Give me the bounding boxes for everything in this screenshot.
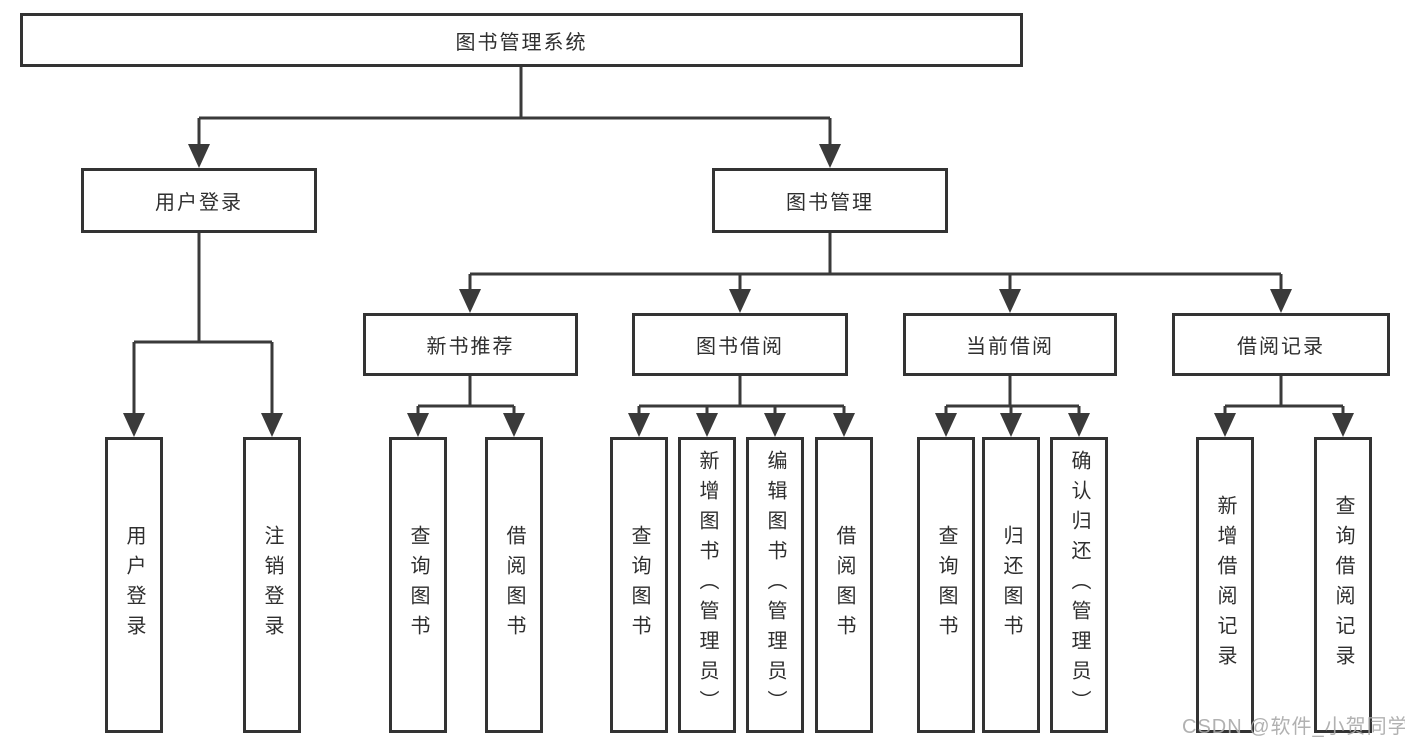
node-label: 编辑图书（管理员） xyxy=(764,450,786,720)
leaf-query-books-borrowing: 查询图书 xyxy=(610,437,668,733)
node-label: 新增图书（管理员） xyxy=(696,450,718,720)
arrowhead xyxy=(503,413,525,437)
node-label: 查询图书 xyxy=(935,525,957,645)
node-current-borrowing: 当前借阅 xyxy=(903,313,1117,376)
arrowhead xyxy=(628,413,650,437)
arrowhead xyxy=(696,413,718,437)
node-book-management: 图书管理 xyxy=(712,168,948,233)
arrowhead xyxy=(819,144,841,168)
connector-lines xyxy=(132,67,1345,416)
node-label: 图书借阅 xyxy=(696,336,784,358)
arrowhead xyxy=(764,413,786,437)
arrowhead xyxy=(1068,413,1090,437)
arrowhead xyxy=(1332,413,1354,437)
arrowhead xyxy=(1000,413,1022,437)
node-label: 注销登录 xyxy=(261,525,283,645)
node-label: 新增借阅记录 xyxy=(1214,495,1236,675)
leaf-borrow-books-recommend: 借阅图书 xyxy=(485,437,543,733)
arrowhead xyxy=(833,413,855,437)
arrowhead xyxy=(459,289,481,313)
leaf-edit-book-admin: 编辑图书（管理员） xyxy=(746,437,804,733)
node-user-login: 用户登录 xyxy=(81,168,317,233)
leaf-query-borrow-record: 查询借阅记录 xyxy=(1314,437,1372,733)
leaf-borrow-books-borrowing: 借阅图书 xyxy=(815,437,873,733)
arrowhead xyxy=(1214,413,1236,437)
node-label: 用户登录 xyxy=(123,525,145,645)
leaf-logout: 注销登录 xyxy=(243,437,301,733)
node-label: 借阅图书 xyxy=(833,525,855,645)
arrowhead xyxy=(188,144,210,168)
node-label: 新书推荐 xyxy=(426,336,515,358)
node-label: 借阅记录 xyxy=(1237,336,1325,358)
leaf-query-books-recommend: 查询图书 xyxy=(389,437,447,733)
node-label: 查询图书 xyxy=(628,525,650,645)
node-label: 图书管理系统 xyxy=(455,31,588,54)
node-label: 图书管理 xyxy=(786,192,874,214)
leaf-user-login: 用户登录 xyxy=(105,437,163,733)
csdn-watermark: CSDN @软件_小贺同学 xyxy=(1182,716,1405,738)
node-label: 确认归还（管理员） xyxy=(1068,450,1090,720)
arrowhead xyxy=(935,413,957,437)
arrowhead xyxy=(261,413,283,437)
node-book-borrowing: 图书借阅 xyxy=(632,313,848,376)
node-new-book-recommendation: 新书推荐 xyxy=(363,313,578,376)
node-library-management-system: 图书管理系统 xyxy=(20,13,1023,67)
node-label: 用户登录 xyxy=(155,192,243,214)
leaf-add-borrow-record: 新增借阅记录 xyxy=(1196,437,1254,733)
leaf-confirm-return-admin: 确认归还（管理员） xyxy=(1050,437,1108,733)
arrowhead xyxy=(1270,289,1292,313)
node-label: 借阅图书 xyxy=(503,525,525,645)
arrowhead xyxy=(999,289,1021,313)
node-label: 查询图书 xyxy=(407,525,429,645)
node-borrowing-records: 借阅记录 xyxy=(1172,313,1390,376)
node-label: 查询借阅记录 xyxy=(1332,495,1354,675)
arrowhead xyxy=(123,413,145,437)
node-label: 归还图书 xyxy=(1000,525,1022,645)
node-label: 当前借阅 xyxy=(966,336,1054,358)
leaf-return-books: 归还图书 xyxy=(982,437,1040,733)
leaf-query-books-current: 查询图书 xyxy=(917,437,975,733)
arrowhead xyxy=(729,289,751,313)
leaf-add-book-admin: 新增图书（管理员） xyxy=(678,437,736,733)
arrowhead xyxy=(407,413,429,437)
arrowhead-markers xyxy=(123,144,1354,437)
